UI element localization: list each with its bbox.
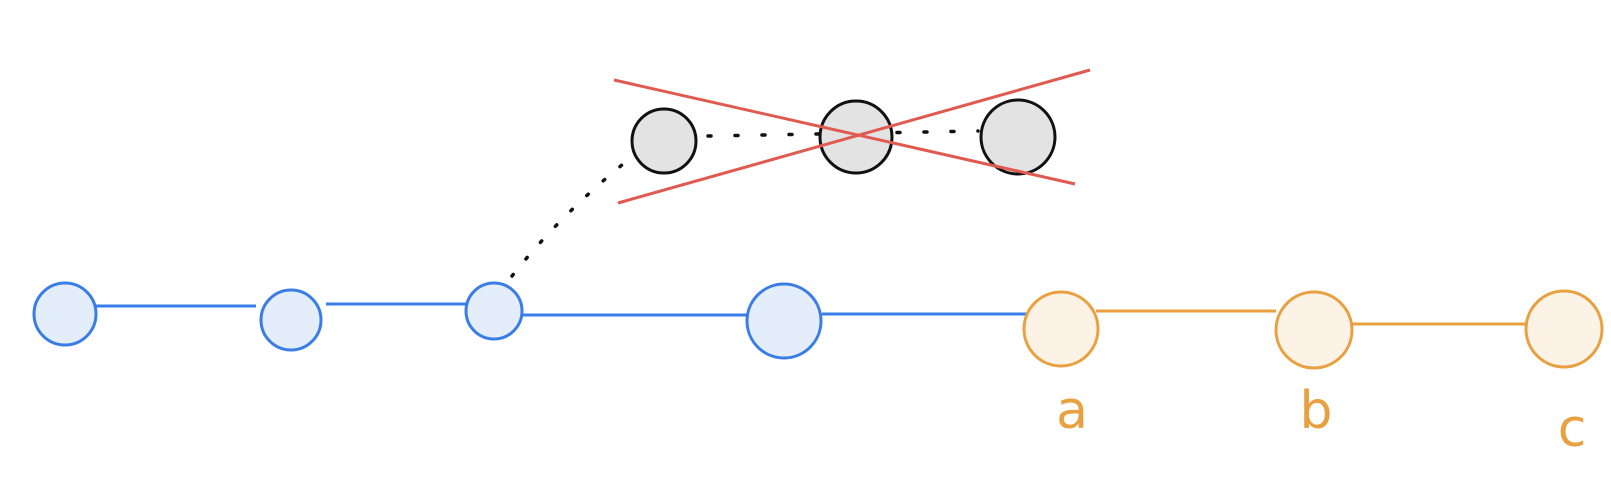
blue-node-3: [464, 281, 524, 341]
strike-cross: [613, 68, 1091, 205]
removed-node-1: [630, 107, 698, 175]
orange-node-b: [1274, 290, 1354, 370]
blue-node-2: [259, 288, 323, 352]
orange-nodes: [1022, 289, 1604, 370]
chain-edges: [94, 302, 1528, 326]
orange-node-a: [1022, 290, 1100, 368]
removed-branch-nodes: [630, 98, 1057, 176]
blue-node-4: [745, 282, 823, 360]
label-a: a: [1056, 381, 1088, 441]
dotted-link-diagonal: [510, 158, 630, 278]
node-labels: a b c: [1056, 381, 1586, 459]
cross-line-2: [617, 68, 1091, 205]
label-c: c: [1558, 399, 1587, 459]
orange-node-c: [1524, 289, 1604, 369]
removed-node-3: [979, 98, 1057, 176]
blue-nodes: [32, 281, 823, 360]
blue-node-1: [32, 281, 98, 347]
cross-line-1: [613, 78, 1076, 186]
dotted-branch-link: [510, 129, 980, 278]
label-b: b: [1299, 381, 1332, 441]
